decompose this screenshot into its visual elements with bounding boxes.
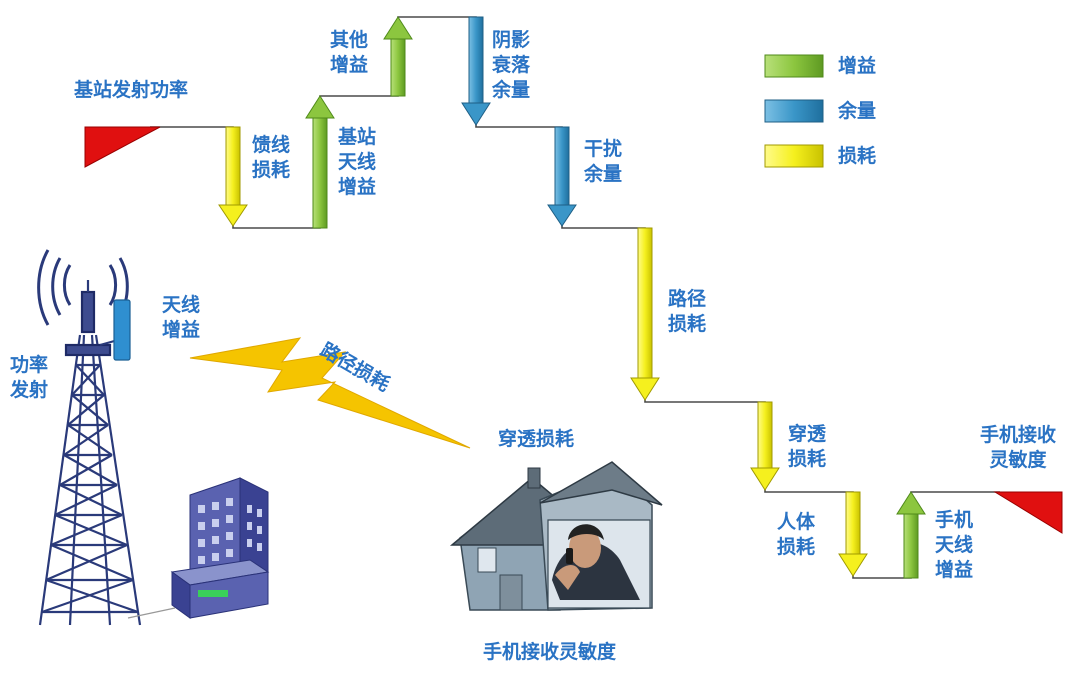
body-loss-arrow	[838, 491, 868, 577]
bs-antenna-gain-arrow	[305, 95, 335, 229]
feeder-loss-arrow	[218, 126, 248, 227]
penetration-loss-step-label: 穿透 损耗	[788, 423, 827, 470]
bs-tx-power-label: 基站发射功率	[74, 79, 189, 101]
legend-label-gain: 增益	[838, 55, 877, 77]
transmission-tower-icon	[37, 249, 142, 626]
bs-power-start-marker	[84, 126, 161, 168]
phone-sensitivity-end-marker	[993, 491, 1063, 534]
tower-antenna-gain-label: 天线 增益	[162, 294, 201, 341]
lightning-bolt-icon	[189, 337, 471, 449]
path-loss-arrow	[630, 227, 660, 401]
legend-swatch-loss	[764, 144, 824, 168]
legend-swatch-gain	[764, 54, 824, 78]
person-on-phone-icon	[552, 524, 640, 600]
body-loss-label: 人体 损耗	[777, 511, 816, 558]
legend-label-margin: 余量	[838, 100, 877, 122]
legend-label-loss: 损耗	[838, 145, 877, 167]
tower-antenna-panel	[113, 299, 131, 361]
interference-margin-label: 干扰 余量	[584, 138, 623, 185]
tower-power-tx-label: 功率 发射	[10, 354, 49, 401]
house-penetration-loss-label: 穿透损耗	[498, 428, 575, 450]
feeder-loss-label: 馈线 损耗	[252, 134, 291, 181]
phone-antenna-gain-label: 手机 天线 增益	[935, 509, 974, 581]
interference-margin-arrow	[547, 126, 577, 227]
phone-rx-sensitivity-bottom-label: 手机接收灵敏度	[483, 641, 617, 663]
path-loss-step-label: 路径 损耗	[668, 288, 707, 335]
penetration-loss-arrow	[750, 401, 780, 491]
bs-antenna-gain-label: 基站 天线 增益	[338, 126, 377, 198]
legend-swatch-margin	[764, 99, 824, 123]
other-gain-label: 其他 增益	[330, 29, 369, 76]
phone-rx-sensitivity-right-label: 手机接收 灵敏度	[979, 424, 1056, 471]
shadow-fading-margin-arrow	[461, 16, 491, 126]
shadow-fading-margin-label: 阴影 衰落 余量	[492, 29, 531, 101]
other-gain-arrow	[383, 16, 413, 97]
base-station-cabinet-icon	[170, 559, 270, 619]
phone-antenna-gain-arrow	[896, 491, 926, 579]
